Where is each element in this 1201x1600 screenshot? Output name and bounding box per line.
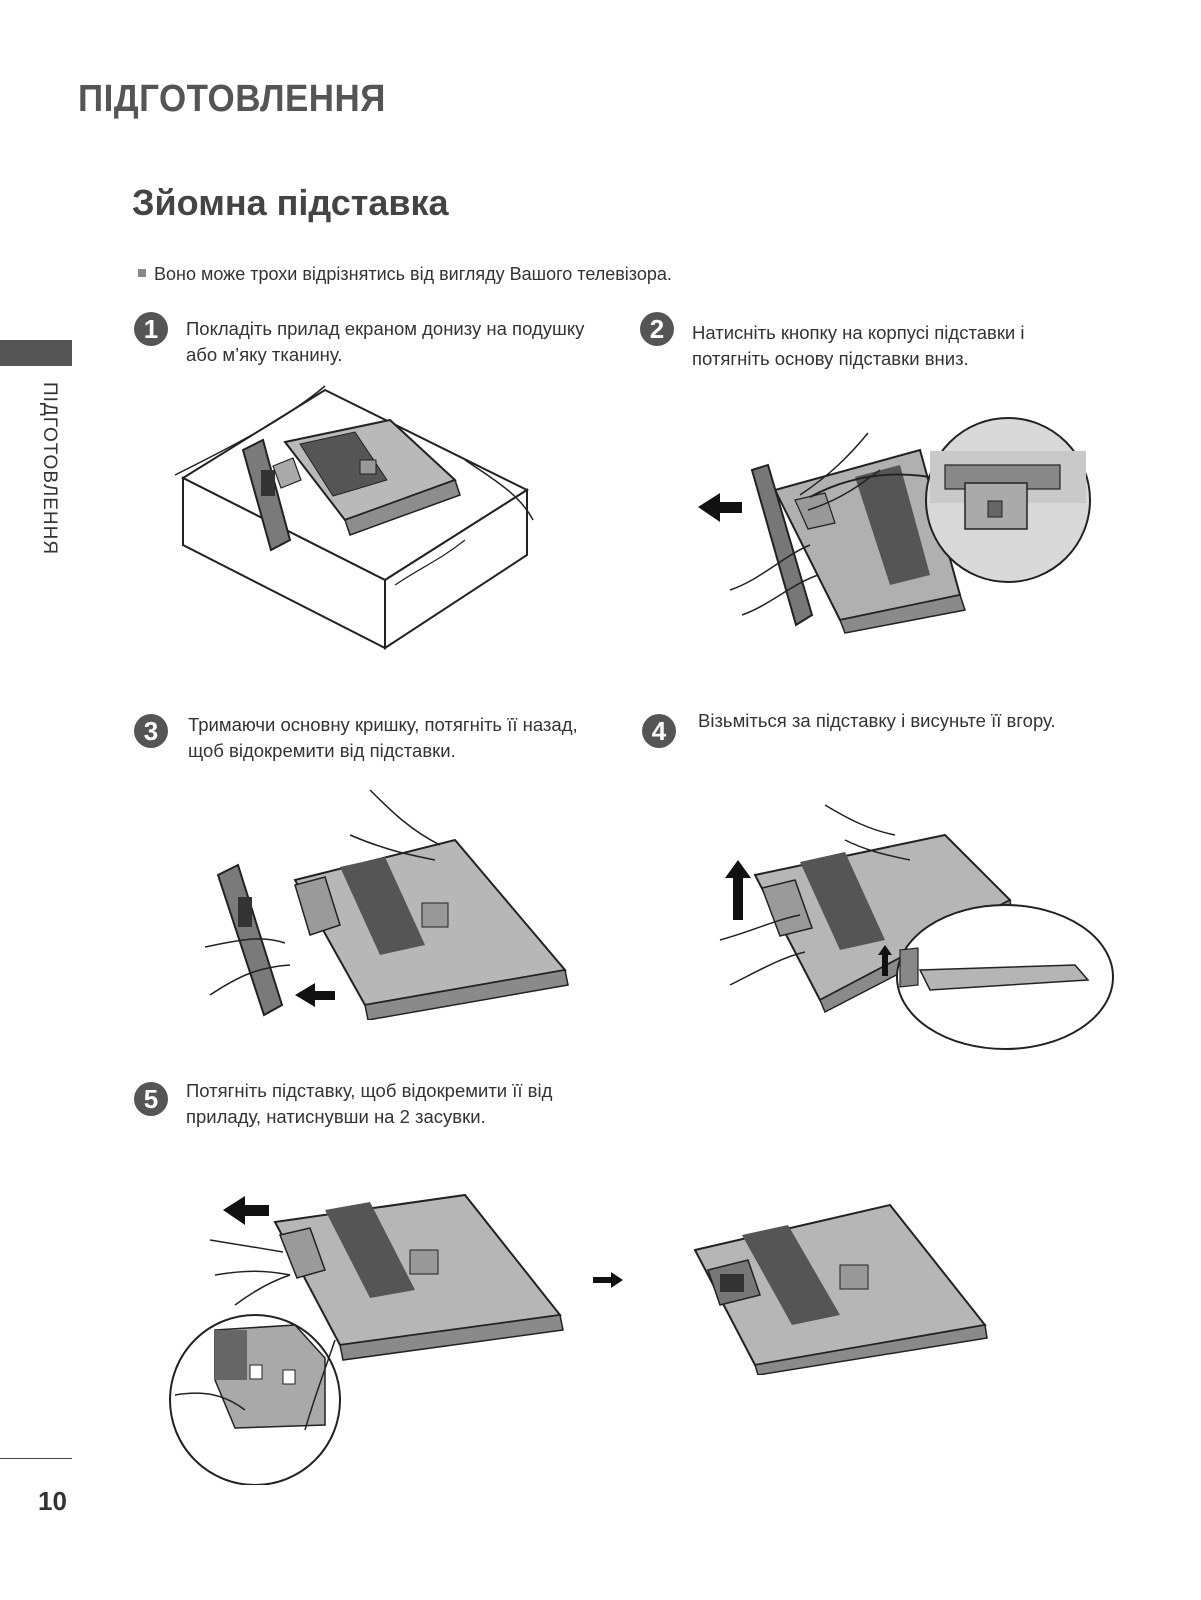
step-3-illustration <box>204 789 569 1020</box>
arrow-right-icon <box>593 1272 623 1288</box>
step-1-number: 1 <box>134 312 168 346</box>
arrow-left-icon <box>698 493 742 522</box>
arrow-up-icon <box>878 945 892 976</box>
step-4-number: 4 <box>642 714 676 748</box>
step-2-text: Натисніть кнопку на корпусі підставки і … <box>692 322 1025 369</box>
step-4-illustration <box>719 804 1114 1050</box>
step-4-text: Візьміться за підставку і висуньте її вг… <box>698 710 1056 731</box>
step-5-number: 5 <box>134 1082 168 1116</box>
step-3-text: Тримаючи основну кришку, потягніть її на… <box>188 714 578 761</box>
arrow-up-icon <box>725 860 751 920</box>
step-5-illustration <box>169 1193 564 1485</box>
footer-divider <box>0 1458 72 1459</box>
section-title: Зйомна підставка <box>132 182 449 223</box>
note-text: Воно може трохи відрізнятись від вигляду… <box>154 264 672 284</box>
step-3-number: 3 <box>134 714 168 748</box>
page-number: 10 <box>38 1486 67 1516</box>
note-line: Воно може трохи відрізнятись від вигляду… <box>138 264 672 285</box>
arrow-left-icon <box>223 1196 269 1225</box>
bullet-square-icon <box>138 269 146 278</box>
arrow-left-icon <box>295 983 335 1007</box>
page-header-title: ПІДГОТОВЛЕННЯ <box>78 78 386 120</box>
side-section-label: ПІДГОТОВЛЕННЯ <box>39 382 60 556</box>
step-2-number: 2 <box>640 312 674 346</box>
step-2-illustration <box>698 417 1091 634</box>
step-1-illustration <box>174 385 534 650</box>
step-5-result-illustration <box>693 1203 988 1375</box>
step-5-text: Потягніть підставку, щоб відокремити її … <box>186 1080 553 1127</box>
side-tab-marker <box>0 340 72 366</box>
step-1-text: Покладіть прилад екраном донизу на подуш… <box>186 318 585 365</box>
